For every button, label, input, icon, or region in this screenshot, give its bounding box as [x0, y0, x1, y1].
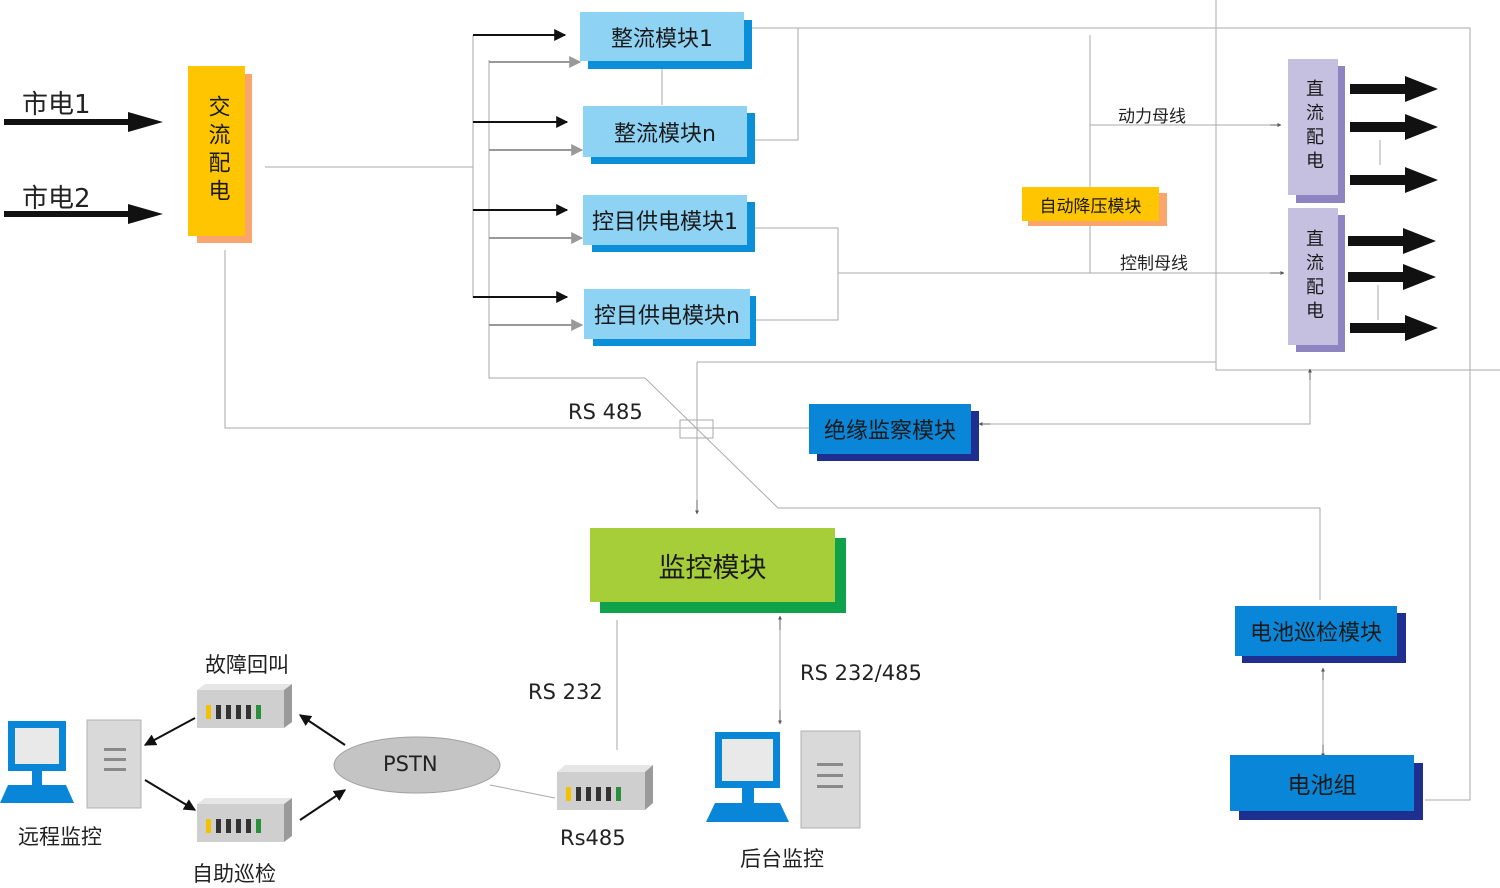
monitor-module: 监控模块 [590, 528, 835, 602]
auto-buck-module: 自动降压模块 [1022, 187, 1159, 221]
battery-label: 电池组 [1287, 773, 1357, 799]
module-input-arrows [473, 29, 569, 303]
rectifier-n-label: 整流模块n [614, 121, 716, 147]
pstn-label: PSTN [383, 752, 438, 776]
rs232-485-label: RS 232/485 [800, 661, 922, 685]
power-bus-label: 动力母线 [1118, 107, 1186, 127]
rs485-device-label: Rs485 [560, 826, 626, 850]
modem-device-fault-callback [197, 684, 292, 728]
ac-distribution-box: 交流配电 [188, 66, 245, 236]
battery-patrol-module: 电池巡检模块 [1235, 606, 1397, 656]
modem-device-rs485 [557, 765, 653, 810]
battery-patrol-label: 电池巡检模块 [1249, 621, 1382, 646]
mains1-label: 市电1 [22, 90, 91, 120]
backend-computer-icon [706, 730, 861, 829]
module-feedback-arrows [489, 56, 584, 331]
control-supply-1-label: 控目供电模块1 [592, 210, 738, 235]
auto-buck-label: 自动降压模块 [1039, 196, 1142, 217]
small-arrowheads [695, 123, 1325, 758]
dc-dist-bottom-label: 直流配电 [1303, 228, 1324, 325]
rectifier-module-n: 整流模块n [583, 106, 747, 157]
dc-distribution-top: 直流配电 [1288, 59, 1338, 195]
rectifier-module-1: 整流模块1 [580, 12, 744, 61]
control-bus-label: 控制母线 [1120, 254, 1188, 274]
dc-output-arrows [1348, 76, 1438, 341]
remote-monitor-label: 远程监控 [18, 825, 102, 849]
insulation-label: 绝缘监察模块 [823, 419, 956, 444]
mains-arrows [4, 112, 163, 224]
ac-distribution-label: 交流配电 [204, 95, 230, 207]
modem-device-self-patrol [197, 798, 292, 842]
control-supply-module-n: 控目供电模块n [584, 289, 750, 339]
remote-computer-icon [0, 719, 142, 809]
backend-monitor-label: 后台监控 [740, 847, 824, 871]
fault-callback-label: 故障回叫 [205, 653, 289, 677]
self-patrol-label: 自助巡检 [192, 862, 276, 886]
pstn-arrows [143, 714, 346, 821]
battery-group: 电池组 [1230, 755, 1414, 811]
rs232-label: RS 232 [528, 680, 603, 704]
insulation-monitor-module: 绝缘监察模块 [809, 404, 971, 454]
control-supply-module-1: 控目供电模块1 [583, 195, 747, 245]
rs485-bus-label: RS 485 [568, 400, 643, 424]
monitor-label: 监控模块 [658, 552, 767, 584]
rectifier-1-label: 整流模块1 [611, 26, 713, 52]
control-supply-n-label: 控目供电模块n [594, 304, 740, 329]
dc-dist-top-label: 直流配电 [1303, 79, 1324, 175]
dc-distribution-bottom: 直流配电 [1288, 208, 1338, 345]
pstn-ellipse [333, 736, 501, 794]
mains2-label: 市电2 [22, 184, 91, 214]
